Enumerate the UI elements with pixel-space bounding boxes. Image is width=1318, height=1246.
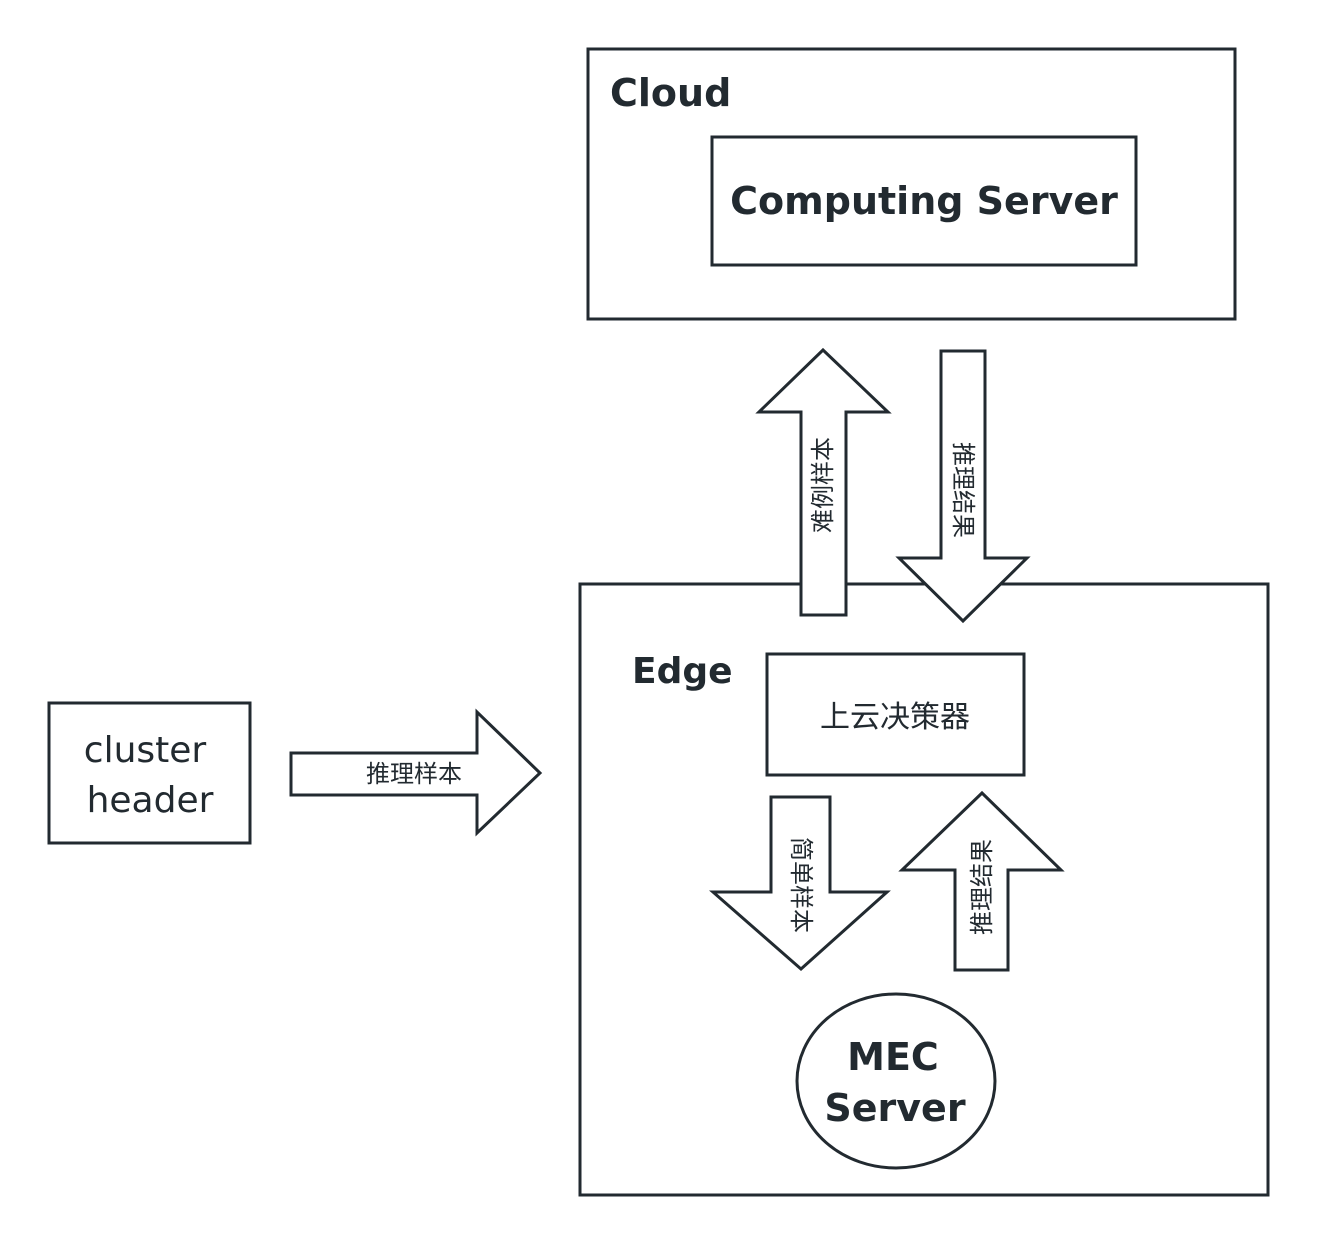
cloud-decider-label: 上云决策器 bbox=[820, 700, 970, 735]
cluster-header-box bbox=[47, 701, 252, 845]
inference-samples-label: 推理样本 bbox=[366, 760, 462, 788]
cloud-decider-box bbox=[765, 652, 1026, 777]
cloud-results-label: 推理结果 bbox=[949, 442, 977, 538]
mec-server-ellipse bbox=[795, 992, 997, 1170]
arrow-down-icon bbox=[895, 349, 1031, 624]
cluster-header-label-line1: cluster bbox=[84, 730, 207, 771]
edge-block: Edge 上云决策器 MEC Server bbox=[578, 582, 1270, 1197]
arrow-up-hard-samples: 难例样本 bbox=[755, 347, 892, 617]
arrow-up-icon bbox=[898, 790, 1065, 972]
cluster-header-label-line2: header bbox=[87, 780, 214, 821]
hard-samples-label: 难例样本 bbox=[809, 437, 837, 533]
arrow-down-cloud-results: 推理结果 bbox=[895, 349, 1031, 624]
arrow-right-icon bbox=[289, 708, 543, 837]
arrow-up-edge-results: 推理结果 bbox=[898, 790, 1065, 972]
mec-server-label-line2: Server bbox=[824, 1086, 965, 1130]
cluster-header-block: cluster header bbox=[47, 701, 252, 845]
arrow-up-icon bbox=[755, 347, 892, 617]
mec-server-label-line1: MEC bbox=[847, 1035, 939, 1079]
edge-label: Edge bbox=[632, 651, 733, 692]
cloud-block: Cloud Computing Server bbox=[586, 47, 1237, 321]
computing-server-box bbox=[710, 135, 1138, 267]
simple-samples-label: 简单样本 bbox=[787, 837, 815, 933]
edge-results-label: 推理结果 bbox=[968, 839, 996, 935]
computing-server-label: Computing Server bbox=[730, 179, 1118, 223]
arrow-down-icon bbox=[709, 795, 891, 972]
cloud-label: Cloud bbox=[610, 71, 731, 115]
arrow-right-inference-samples: 推理样本 bbox=[289, 708, 543, 837]
arrow-down-simple-samples: 简单样本 bbox=[709, 795, 891, 972]
